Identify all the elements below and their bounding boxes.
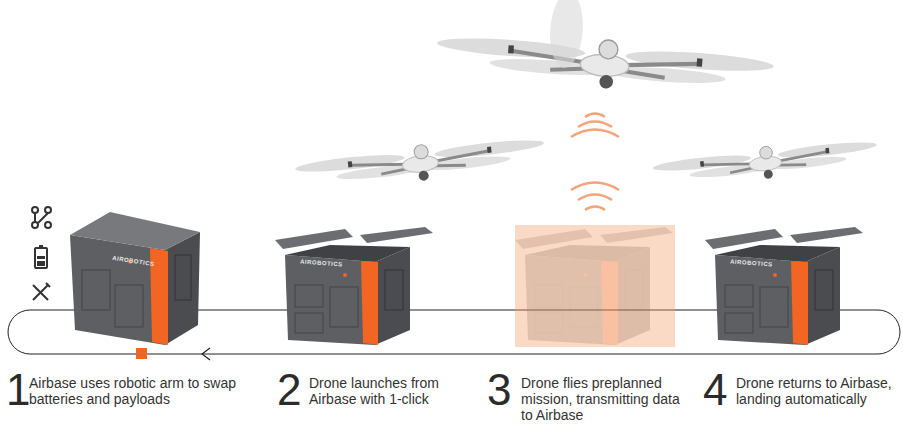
step-number: 1 xyxy=(6,368,30,412)
step-number: 4 xyxy=(703,368,727,412)
step-number: 2 xyxy=(277,368,301,412)
step-description: Drone launches from Airbase with 1-click xyxy=(309,375,479,407)
step-description: Drone flies preplanned mission, transmit… xyxy=(521,375,681,423)
step-description: Drone returns to Airbase, landing automa… xyxy=(736,375,896,407)
step-number: 3 xyxy=(487,368,511,412)
step-description: Airbase uses robotic arm to swap batteri… xyxy=(29,375,241,407)
